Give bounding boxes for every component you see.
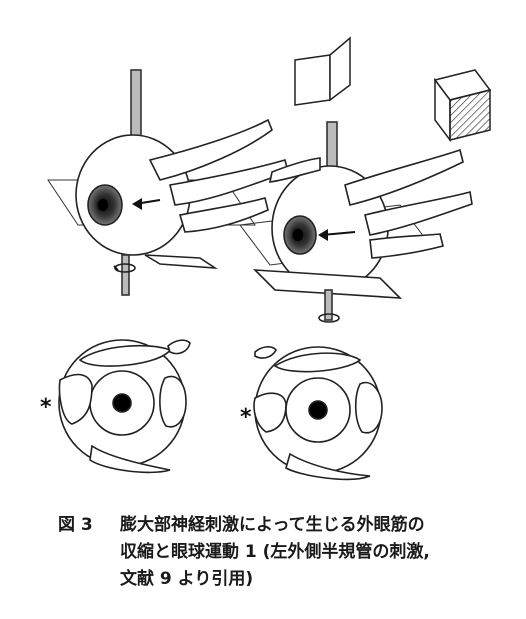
figure-label: 図 3 <box>58 515 93 535</box>
asterisk-left: * <box>40 395 52 420</box>
folded-plane-icon <box>294 36 351 106</box>
caption-line-3: 文献 9 より引用) <box>120 569 254 589</box>
caption-text: 膨大部神経刺激によって生じる外眼筋の 収縮と眼球運動 1 (左外側半規管の刺激,… <box>120 512 500 593</box>
asterisk-right: * <box>240 405 252 430</box>
cube-icon <box>433 69 492 143</box>
eye-front-right <box>253 346 383 481</box>
caption-line-1: 膨大部神経刺激によって生じる外眼筋の <box>120 515 425 535</box>
caption-line-2: 収縮と眼球運動 1 (左外側半規管の刺激, <box>120 542 430 562</box>
eye-3d-left <box>47 69 289 296</box>
eye-3d-right <box>239 121 473 323</box>
eye-front-left <box>58 339 191 474</box>
